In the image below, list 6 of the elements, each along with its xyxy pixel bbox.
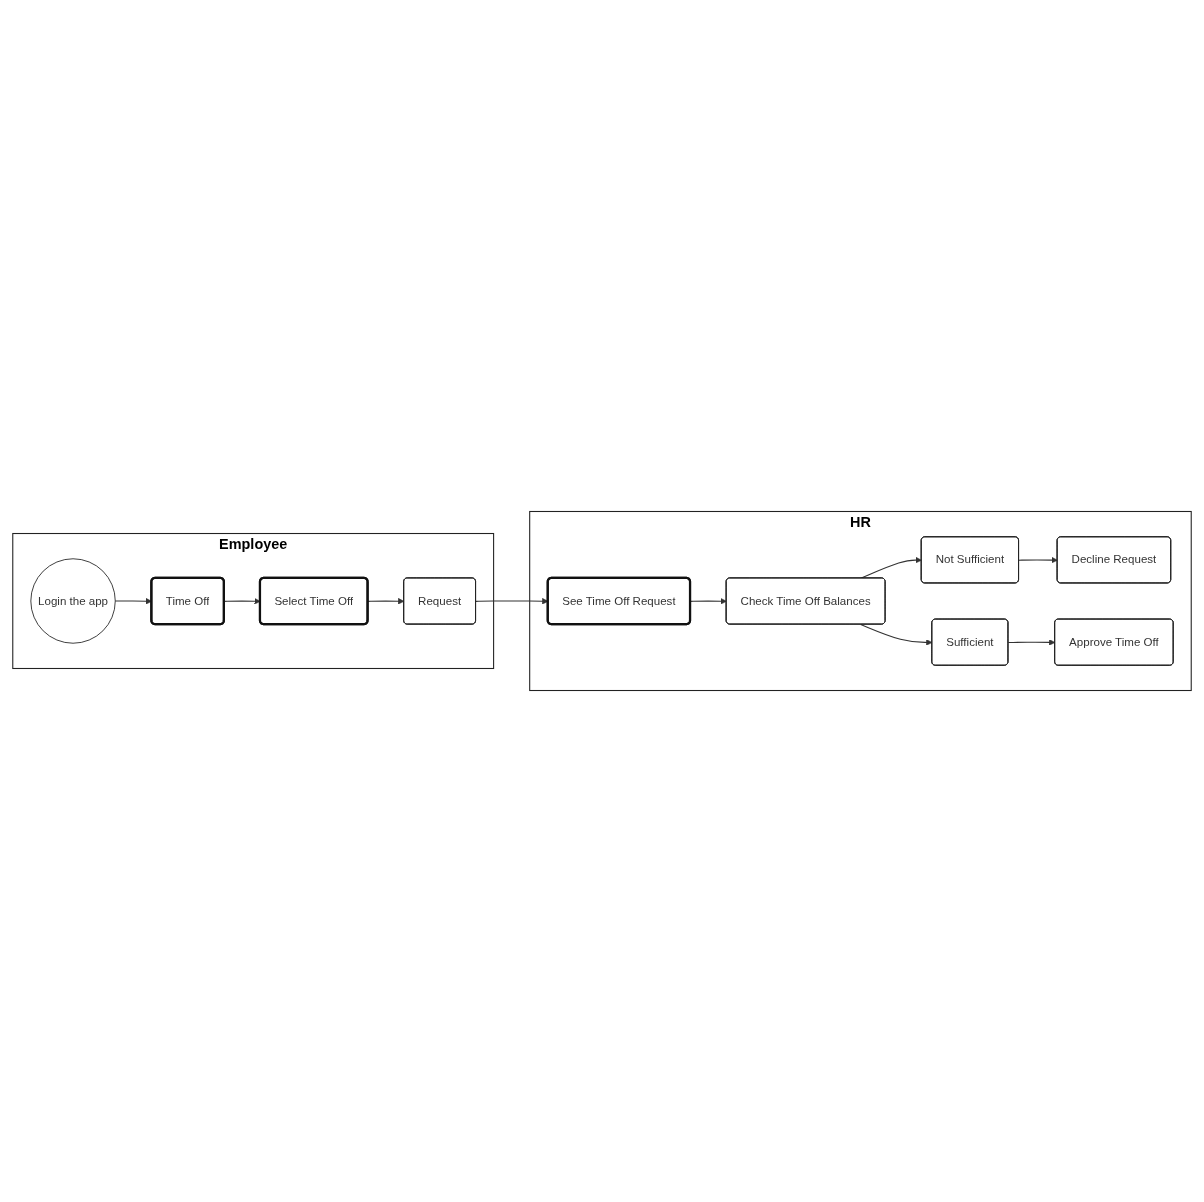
arrow: [367, 598, 405, 605]
node-circle: Login the app: [30, 558, 116, 644]
arrow: [1007, 639, 1056, 646]
arrow: [860, 623, 933, 646]
arrow: [114, 598, 152, 605]
arrow: [1018, 556, 1058, 564]
